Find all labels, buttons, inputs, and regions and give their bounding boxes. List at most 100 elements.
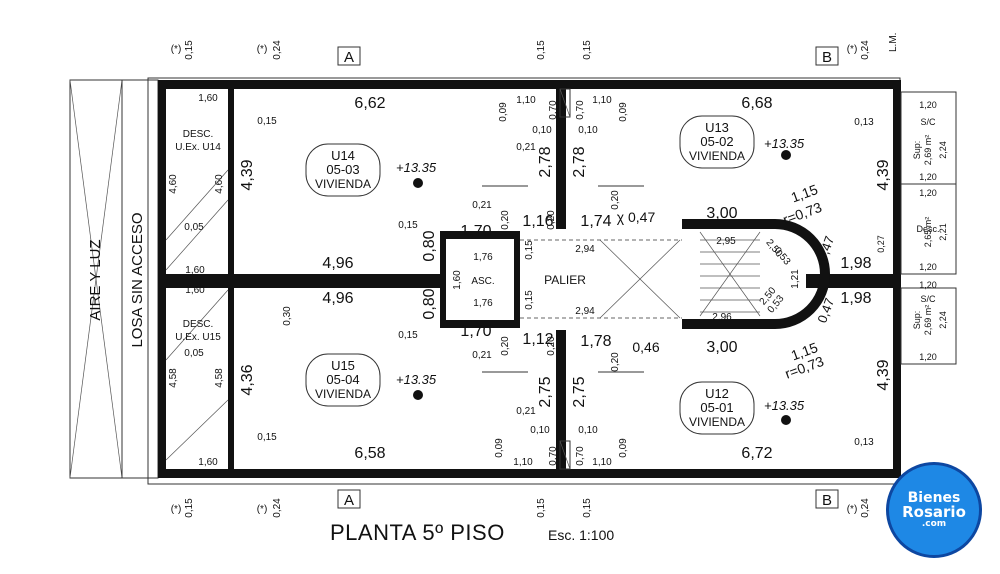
dim-300-a: 3,00 [706, 205, 737, 222]
label-losa: LOSA SIN ACCESO [129, 212, 146, 347]
dim-458-b: 4,58 [214, 368, 225, 388]
section-a-bottom-label: A [344, 492, 354, 509]
dim-460-b: 4,60 [214, 174, 225, 194]
logo-line-1: Bienes [907, 490, 961, 506]
dim-439-a: 4,39 [239, 159, 256, 190]
page-title: PLANTA 5º PISO [330, 520, 505, 545]
dim-120-b: 1,20 [919, 172, 937, 182]
dim-278-a: 2,78 [537, 146, 554, 177]
dim-120-e: 1,20 [919, 280, 937, 290]
dim-439-c: 4,39 [875, 359, 892, 390]
dim-160-c: 1,60 [198, 93, 218, 104]
dim-070-d: 0,70 [575, 446, 586, 466]
desc-u15-sub: U.Ex. U15 [175, 332, 221, 343]
star-top-2: (*) [257, 44, 268, 55]
dim-160-b: 1,60 [185, 285, 205, 296]
dim-278-b: 2,78 [571, 146, 588, 177]
asc-label: ASC. [471, 276, 494, 287]
label-aire-y-luz: AIRE Y LUZ [87, 239, 104, 320]
dim-021-b: 0,21 [472, 200, 492, 211]
wall-bottom [158, 469, 900, 478]
dim-020-e: 0,20 [610, 190, 621, 210]
level-marker-u15 [413, 390, 423, 400]
dim-013-b: 0,13 [854, 437, 874, 448]
shaft-bottom [559, 440, 571, 470]
logo-line-3: .com [921, 519, 947, 529]
dim-010-d: 0,10 [578, 425, 598, 436]
dim-phi-046: 0,46 [632, 339, 659, 355]
dim-005-a: 0,05 [184, 222, 204, 233]
u13-number: 05-02 [700, 134, 733, 149]
dim-021-d: 0,21 [516, 406, 536, 417]
dim-005-b: 0,05 [184, 348, 204, 359]
u15-code: U15 [331, 358, 355, 373]
dim-010-c: 0,10 [530, 425, 550, 436]
u14-code: U14 [331, 148, 355, 163]
dim-496-a: 4,96 [322, 255, 353, 272]
desc-hatch [165, 199, 229, 271]
dim-198-a: 1,98 [840, 255, 871, 272]
dim-015-asc-b: 0,15 [398, 330, 418, 341]
dim-178: 1,78 [580, 333, 611, 350]
section-a-bottom [337, 489, 361, 509]
ext-015-4: 0,15 [184, 498, 195, 518]
u13-level: +13.35 [764, 136, 805, 151]
dim-013-a: 0,13 [854, 117, 874, 128]
dim-170-a: 1,70 [460, 223, 491, 240]
wall-top [158, 80, 900, 89]
dim-672: 6,72 [741, 445, 772, 462]
unit-oval-u14 [305, 143, 381, 197]
dim-170-b: 1,70 [460, 323, 491, 340]
unit-oval-u12 [679, 381, 755, 435]
label-lm: L.M. [888, 33, 899, 52]
palier-label: PALIER [544, 273, 586, 287]
wall-left [158, 80, 166, 478]
dim-027: 0,27 [876, 235, 886, 253]
dim-120-f: 1,20 [919, 352, 937, 362]
dim-496-b: 4,96 [322, 290, 353, 307]
wall-right [893, 80, 901, 478]
dim-010-a: 0,10 [532, 125, 552, 136]
dim-436: 4,36 [239, 364, 256, 395]
section-b-top-label: B [822, 49, 832, 66]
dim-110-a: 1,10 [516, 95, 536, 106]
dim-275-a: 2,75 [537, 376, 554, 407]
dim-110-b: 1,10 [592, 95, 612, 106]
dim-275-b: 2,75 [571, 376, 588, 407]
scale-label: Esc. 1:100 [548, 527, 615, 543]
u14-level: +13.35 [396, 160, 437, 175]
dim-295: 2,95 [716, 236, 736, 247]
logo-line-2: Rosario [902, 503, 966, 521]
stair-steps [699, 231, 761, 317]
u14-number: 05-03 [326, 162, 359, 177]
dim-121: 1,21 [790, 269, 801, 289]
star-bottom-2: (*) [257, 504, 268, 515]
dim-020-a: 0,20 [500, 210, 511, 230]
dim-009-a: 0,09 [498, 102, 509, 122]
level-marker-u14 [413, 178, 423, 188]
dim-160-a: 1,60 [185, 265, 205, 276]
u13-code: U13 [705, 120, 729, 135]
u15-number: 05-04 [326, 372, 359, 387]
bienes-rosario-logo[interactable]: Bienes Rosario .com [886, 462, 982, 558]
ext-015-6: 0,15 [582, 498, 593, 518]
dim-116: 1,16 [522, 213, 553, 230]
right-service-boxes [900, 91, 957, 365]
star-bottom-3: (*) [847, 504, 858, 515]
area-top: 2,69 m² [923, 135, 933, 166]
u15-type: VIVIENDA [315, 387, 371, 401]
dim-021-a: 0,21 [516, 142, 536, 153]
sc-top-label: S/C [920, 117, 936, 127]
area-mid: 2,65 m² [923, 217, 933, 248]
dim-009-b: 0,09 [618, 102, 629, 122]
ext-015-1: 0,15 [184, 40, 195, 60]
dim-047-a: 0,47 [814, 234, 837, 263]
sc-bottom-label: S/C [920, 294, 936, 304]
radius-073-a: r=0,73 [781, 199, 824, 228]
dim-160-asc: 1,60 [452, 270, 463, 290]
dim-176-b: 1,76 [473, 298, 493, 309]
dim-110-c: 1,10 [513, 457, 533, 468]
dim-015-pal-a: 0,15 [524, 240, 535, 260]
elevator-shaft [440, 231, 520, 328]
dim-070-a: 0,70 [548, 100, 559, 120]
